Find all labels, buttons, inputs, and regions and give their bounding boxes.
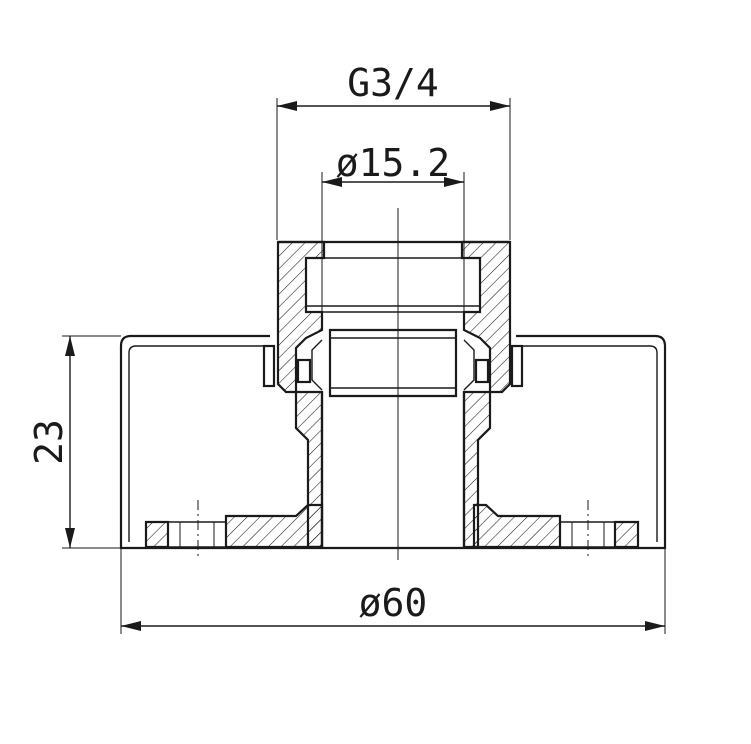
dimension-height: 23 — [27, 335, 121, 549]
threaded-nut — [276, 240, 512, 394]
o-rings — [262, 344, 524, 388]
dimension-bore-label: ø15.2 — [336, 141, 450, 185]
housing-shell — [119, 334, 667, 550]
dimension-outer-diameter: ø60 — [120, 548, 666, 634]
dimension-thread-label: G3/4 — [347, 61, 439, 105]
dimension-bore: ø15.2 — [321, 141, 465, 330]
central-tube — [294, 390, 492, 549]
seal-insert — [311, 328, 475, 398]
dimension-height-label: 23 — [27, 419, 71, 465]
dimension-outer-diameter-label: ø60 — [359, 581, 428, 625]
base-flange — [144, 500, 640, 560]
dimension-thread: G3/4 — [276, 61, 511, 240]
